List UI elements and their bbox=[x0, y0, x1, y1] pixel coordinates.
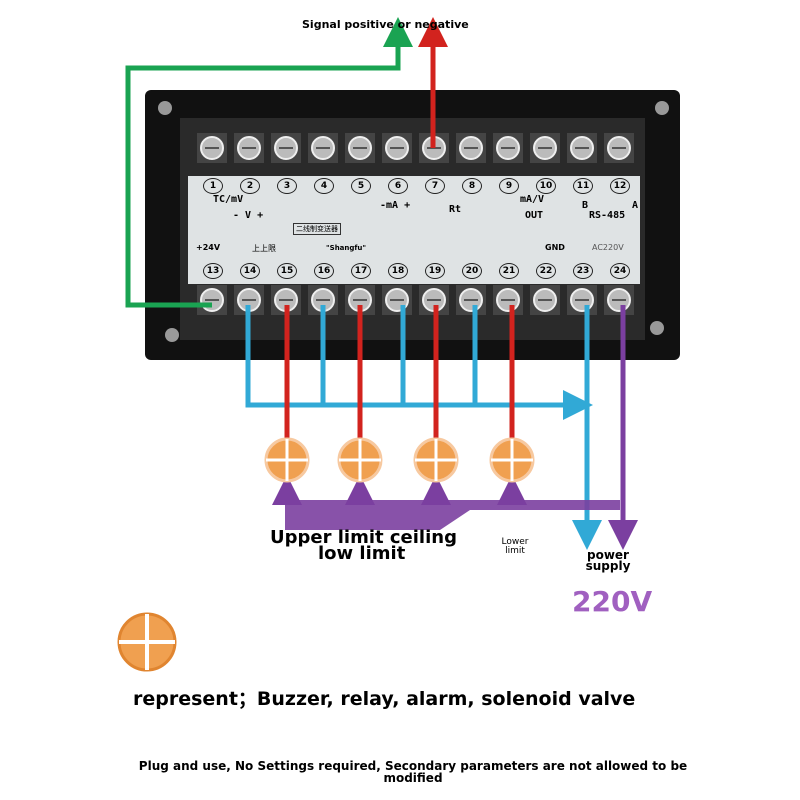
legend-text: represent；Buzzer, relay, alarm, solenoid… bbox=[133, 688, 636, 710]
terminal-number: 9 bbox=[499, 178, 519, 194]
terminal-screw bbox=[197, 133, 227, 163]
panel-ac220v: AC220V bbox=[592, 243, 624, 252]
terminal-number: 21 bbox=[499, 263, 519, 279]
load-device-icon bbox=[264, 437, 310, 483]
terminal-number: 20 bbox=[462, 263, 482, 279]
panel-brand: "Shangfu" bbox=[326, 244, 367, 252]
signal-positive-wire bbox=[125, 17, 413, 308]
terminal-number: 22 bbox=[536, 263, 556, 279]
terminal-screw bbox=[456, 133, 486, 163]
voltage-label: 220V bbox=[572, 585, 653, 618]
terminal-number: 24 bbox=[610, 263, 630, 279]
terminal-number: 19 bbox=[425, 263, 445, 279]
terminal-number: 3 bbox=[277, 178, 297, 194]
terminal-number: 14 bbox=[240, 263, 260, 279]
terminal-number: 5 bbox=[351, 178, 371, 194]
terminal-screw bbox=[382, 285, 412, 315]
panel-out: OUT bbox=[525, 210, 544, 221]
terminal-screw bbox=[308, 133, 338, 163]
terminal-number: 1 bbox=[203, 178, 223, 194]
terminal-screw bbox=[604, 133, 634, 163]
upper-limit-label: Upper limit ceiling bbox=[270, 527, 457, 548]
terminal-number: 15 bbox=[277, 263, 297, 279]
terminal-screw bbox=[197, 285, 227, 315]
footer-note: Plug and use, No Settings required, Seco… bbox=[138, 759, 688, 785]
terminal-number: 10 bbox=[536, 178, 556, 194]
panel-a: A bbox=[632, 200, 639, 211]
terminal-screw bbox=[493, 285, 523, 315]
terminal-screw bbox=[530, 285, 560, 315]
label-panel bbox=[188, 176, 640, 284]
common-purple-bus bbox=[285, 500, 620, 530]
terminal-screw bbox=[419, 285, 449, 315]
terminal-screw bbox=[493, 133, 523, 163]
terminal-screw bbox=[604, 285, 634, 315]
panel-tc-mv: TC/mV bbox=[213, 194, 244, 205]
terminal-number: 11 bbox=[573, 178, 593, 194]
terminal-screw bbox=[567, 285, 597, 315]
terminal-screw bbox=[345, 133, 375, 163]
power-supply-label: power supply bbox=[585, 548, 631, 573]
panel-24v: +24V bbox=[196, 243, 221, 252]
lower-limit-label: Lower limit bbox=[501, 537, 529, 556]
terminal-screw bbox=[234, 133, 264, 163]
terminal-screw bbox=[271, 133, 301, 163]
panel-gnd: GND bbox=[545, 243, 565, 252]
terminal-number: 6 bbox=[388, 178, 408, 194]
terminal-number: 16 bbox=[314, 263, 334, 279]
terminal-number: 4 bbox=[314, 178, 334, 194]
terminal-screw bbox=[530, 133, 560, 163]
terminal-screw bbox=[382, 133, 412, 163]
panel-rs485: RS-485 bbox=[589, 210, 626, 221]
panel-ma: -mA + bbox=[380, 200, 411, 211]
terminal-screw bbox=[567, 133, 597, 163]
panel-out-ma-v: mA/V bbox=[520, 194, 545, 205]
legend-load-icon bbox=[117, 612, 177, 672]
terminal-number: 17 bbox=[351, 263, 371, 279]
signal-label: Signal positive or negative bbox=[302, 18, 469, 31]
panel-rt: Rt bbox=[449, 204, 462, 215]
terminal-screw bbox=[456, 285, 486, 315]
low-limit-label: low limit bbox=[318, 543, 406, 564]
terminal-number: 12 bbox=[610, 178, 630, 194]
terminal-number: 2 bbox=[240, 178, 260, 194]
panel-v: - V + bbox=[233, 210, 264, 221]
terminal-number: 18 bbox=[388, 263, 408, 279]
terminal-number: 13 bbox=[203, 263, 223, 279]
terminal-number: 23 bbox=[573, 263, 593, 279]
panel-two-wire: 二线制变送器 bbox=[293, 223, 341, 235]
panel-upper: 上上限 bbox=[252, 244, 276, 253]
load-device-icon bbox=[413, 437, 459, 483]
terminal-number: 7 bbox=[425, 178, 445, 194]
load-device-icon bbox=[489, 437, 535, 483]
load-device-icon bbox=[337, 437, 383, 483]
panel-b: B bbox=[582, 200, 589, 211]
terminal-number: 8 bbox=[462, 178, 482, 194]
